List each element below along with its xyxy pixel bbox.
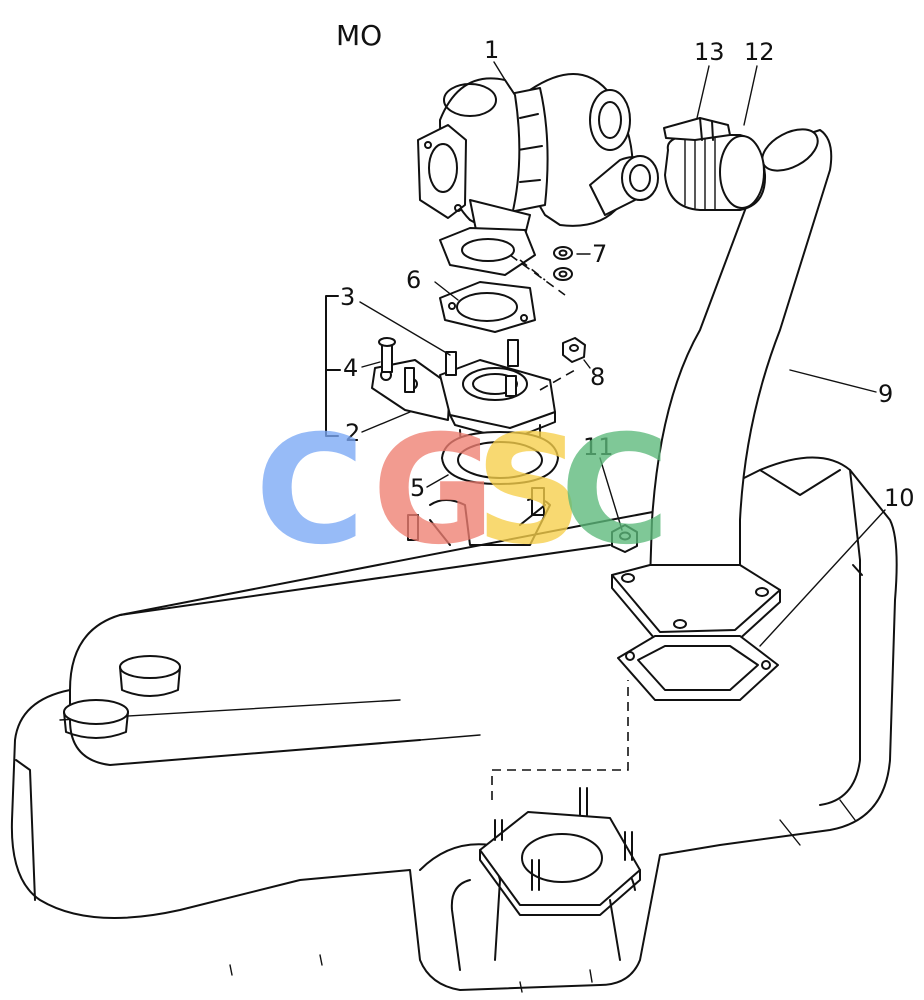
turbocharger — [417, 73, 659, 276]
callout-10: 10 — [884, 484, 915, 512]
callout-bracket — [325, 295, 339, 437]
callout-6: 6 — [406, 266, 421, 294]
callout-9: 9 — [878, 380, 893, 408]
watermark: C G S C — [255, 404, 670, 578]
watermark-letter-c1: C — [255, 404, 365, 578]
watermark-letter-c2: C — [560, 404, 670, 578]
callout-3: 3 — [340, 283, 355, 311]
callout-4: 4 — [343, 354, 358, 382]
nut-8-alignment-line — [539, 369, 576, 391]
callout-5: 5 — [410, 474, 425, 502]
pipe-flange — [611, 564, 781, 646]
manifold-outlet-flange — [479, 787, 641, 916]
callout-11: 11 — [583, 433, 614, 461]
callout-labels: 1 2 3 4 5 6 7 8 9 10 11 12 13 — [340, 36, 915, 512]
leader-lines — [359, 61, 886, 647]
hose-12 — [664, 134, 767, 211]
gasket-5 — [441, 431, 559, 485]
diagram-title: MO — [336, 19, 382, 52]
callout-8: 8 — [590, 363, 605, 391]
gasket-10 — [617, 635, 779, 701]
callout-7: 7 — [592, 240, 607, 268]
callout-12: 12 — [744, 38, 775, 66]
clamp-13 — [663, 117, 731, 141]
nut-7 — [553, 246, 573, 281]
elbow-adapter — [371, 359, 556, 466]
assembly-centerline-lower — [491, 680, 629, 800]
nut-8 — [562, 337, 586, 363]
callout-1: 1 — [484, 36, 499, 64]
watermark-letter-s: S — [475, 404, 583, 578]
callout-2: 2 — [345, 419, 360, 447]
nut-11 — [611, 524, 638, 553]
studs — [378, 337, 519, 397]
watermark-letter-g: G — [372, 404, 495, 578]
callout-13: 13 — [694, 38, 725, 66]
lower-adapter — [407, 487, 551, 546]
gasket-6 — [439, 281, 536, 333]
